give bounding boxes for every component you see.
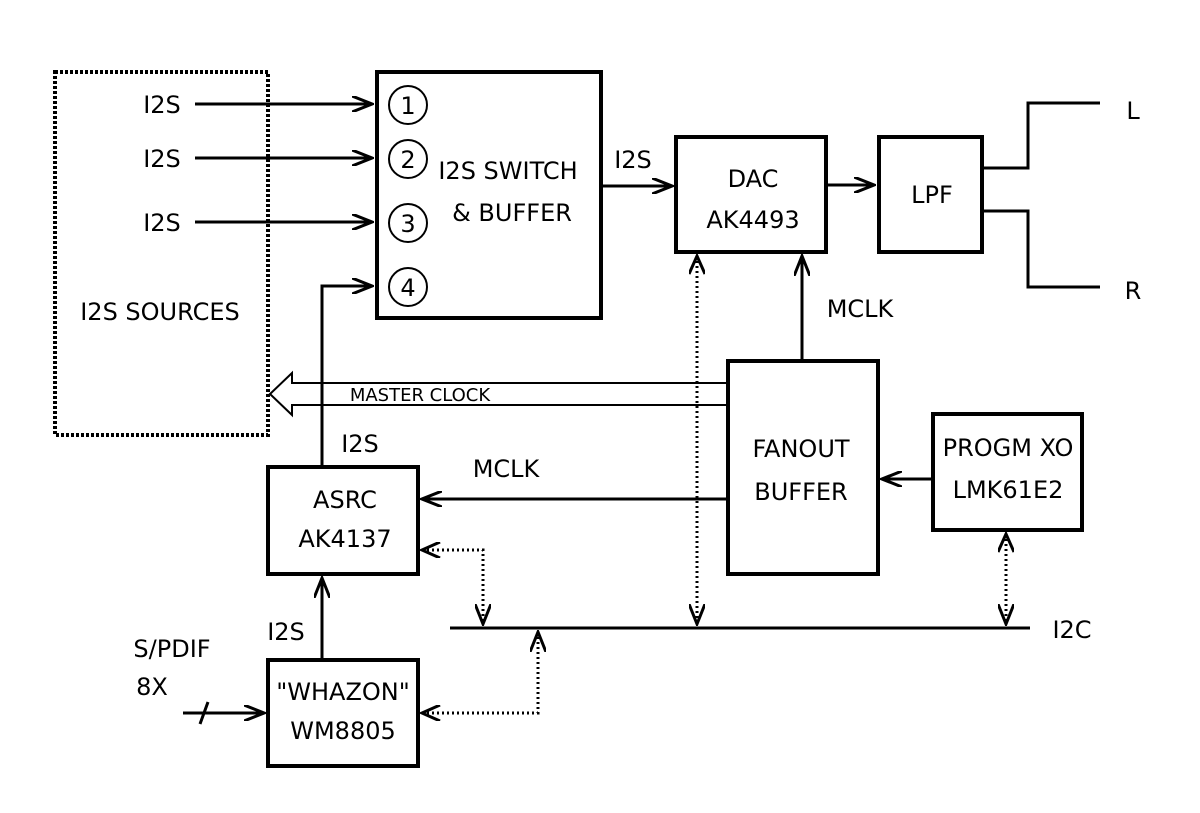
i2c-bus-label: I2C <box>1052 616 1091 644</box>
spdif-bus-tick <box>198 701 210 725</box>
i2s-sources-label: I2S SOURCES <box>80 298 240 326</box>
master-clock-label: MASTER CLOCK <box>350 385 492 406</box>
i2s-input-label-3: I2S <box>143 209 181 237</box>
spdif-label-line2: 8X <box>136 673 168 701</box>
i2s-switch-label-line1: I2S SWITCH <box>438 157 577 185</box>
receiver-label-line1: "WHAZON" <box>276 678 410 706</box>
switch-input-2-label: 2 <box>400 146 415 174</box>
lpf-label: LPF <box>911 181 953 209</box>
fanout-label-line2: BUFFER <box>754 478 847 506</box>
receiver-box <box>266 658 420 768</box>
asrc-box <box>266 465 420 576</box>
switch-input-4: 4 <box>388 267 428 307</box>
dac-label-line2: AK4493 <box>706 206 799 234</box>
master-clock-arrow <box>268 370 727 418</box>
switch-input-3-label: 3 <box>400 210 415 238</box>
i2s-input-label-2: I2S <box>143 145 181 173</box>
output-right-line <box>983 209 1100 289</box>
output-right-label: R <box>1125 277 1142 305</box>
fanout-buffer-box <box>726 359 880 576</box>
switch-input-2: 2 <box>388 139 428 179</box>
asrc-label-line2: AK4137 <box>298 525 391 553</box>
output-left-label: L <box>1126 97 1140 125</box>
xo-label-line1: PROGM XO <box>943 434 1074 462</box>
i2s-switch-box <box>375 70 603 320</box>
receiver-label-line2: WM8805 <box>290 717 396 745</box>
i2s-input-label-1: I2S <box>143 91 181 119</box>
fanout-label-line1: FANOUT <box>752 435 849 463</box>
asrc-label-line1: ASRC <box>313 486 377 514</box>
i2c-receiver-link <box>422 632 538 713</box>
spdif-label-line1: S/PDIF <box>133 635 210 663</box>
i2s-switch-to-dac-label: I2S <box>614 146 652 174</box>
switch-input-1: 1 <box>388 85 428 125</box>
i2s-asrc-to-switch-arrow <box>320 286 372 466</box>
progm-xo-box <box>931 412 1084 532</box>
xo-label-line2: LMK61E2 <box>953 476 1064 504</box>
switch-input-1-label: 1 <box>400 92 415 120</box>
switch-input-4-label: 4 <box>400 274 415 302</box>
i2s-receiver-to-asrc-label: I2S <box>267 618 305 646</box>
switch-input-3: 3 <box>388 203 428 243</box>
mclk-fanout-to-asrc-label: MCLK <box>473 455 541 483</box>
dac-box <box>674 135 828 254</box>
i2s-switch-label-line2: & BUFFER <box>452 199 572 227</box>
dac-label-line1: DAC <box>728 165 779 193</box>
output-left-line <box>983 101 1100 170</box>
mclk-fanout-to-dac-label: MCLK <box>827 295 895 323</box>
i2s-sources-box <box>53 70 270 437</box>
i2s-asrc-to-switch-label: I2S <box>341 430 379 458</box>
lpf-box <box>877 135 984 254</box>
i2c-asrc-link <box>422 550 483 624</box>
